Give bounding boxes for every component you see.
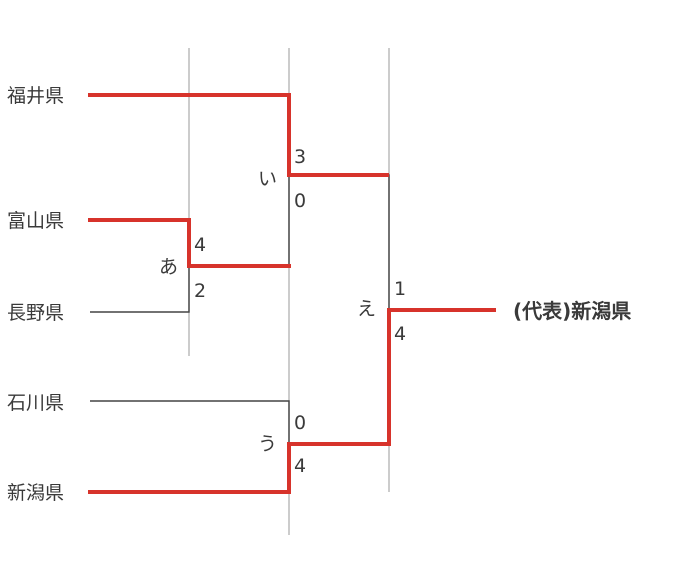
- score-u-bottom: 4: [294, 455, 306, 477]
- score-u-top: 0: [294, 412, 306, 434]
- ishikawa-path: [90, 400, 290, 446]
- toyama-path: [88, 218, 291, 268]
- match-label-u: う: [258, 433, 277, 455]
- score-e-top: 1: [394, 278, 406, 300]
- match-label-a: あ: [159, 256, 178, 278]
- team-label-fukui: 福井県: [7, 85, 64, 107]
- score-a-top: 4: [194, 234, 206, 256]
- score-i-top: 3: [294, 146, 306, 168]
- team-label-niigata: 新潟県: [7, 482, 64, 504]
- score-e-bottom: 4: [394, 323, 406, 345]
- niigata-path: [88, 308, 496, 494]
- match-label-i: い: [258, 168, 277, 190]
- team-label-nagano: 長野県: [7, 302, 64, 324]
- winner-label: (代表)新潟県: [513, 299, 631, 323]
- match-label-e: え: [357, 298, 376, 320]
- score-a-bottom: 2: [194, 280, 206, 302]
- team-label-ishikawa: 石川県: [7, 392, 64, 414]
- score-i-bottom: 0: [294, 190, 306, 212]
- team-label-toyama: 富山県: [7, 210, 64, 232]
- fukui-path: [88, 93, 389, 177]
- nagano-path: [90, 268, 190, 313]
